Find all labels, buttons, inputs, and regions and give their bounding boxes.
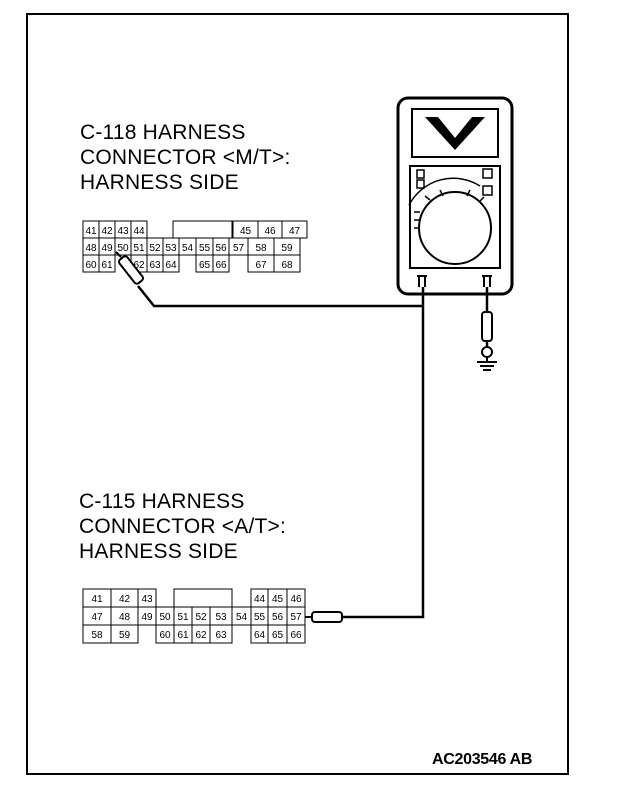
c118-pin-cell bbox=[98, 254, 116, 273]
c115-pin-label: 55 bbox=[254, 612, 266, 623]
c118-pin-label: 66 bbox=[215, 260, 227, 271]
lead-to-c118 bbox=[137, 285, 423, 308]
volt-display-symbol bbox=[425, 117, 485, 150]
diagram-frame bbox=[26, 13, 569, 775]
c118-pin-label: 65 bbox=[199, 260, 211, 271]
c118-pin-label: 54 bbox=[182, 243, 194, 254]
c118-key-recess bbox=[172, 220, 233, 238]
c115-pin-cell bbox=[209, 624, 233, 644]
c118-pin-cell bbox=[273, 254, 301, 273]
c115-pin-label: 51 bbox=[177, 612, 189, 623]
c118-pin-cell bbox=[212, 254, 230, 273]
c118-pin-cell bbox=[162, 254, 180, 273]
c115-pin-label: 43 bbox=[141, 594, 153, 605]
c118-pin-label: 68 bbox=[281, 260, 293, 271]
c118-pin-label: 41 bbox=[85, 226, 97, 237]
figure-code: AC203546 AB bbox=[432, 751, 533, 768]
c118-pin-label: 45 bbox=[240, 226, 252, 237]
c115-title-line: C-115 HARNESS bbox=[79, 490, 245, 513]
c115-connector: 41 42 43 44 45 46 47 48 49 50 51 52 53 54 55 56 57 58 59 60… bbox=[82, 588, 306, 644]
c118-pin-label: 47 bbox=[289, 226, 301, 237]
c118-pin-label: 63 bbox=[149, 260, 161, 271]
c118-pin-label: 55 bbox=[199, 243, 211, 254]
c115-pin-label: 48 bbox=[119, 612, 131, 623]
c118-pin-label: 49 bbox=[101, 243, 113, 254]
c118-pin-label: 67 bbox=[255, 260, 267, 271]
c118-pin-label: 56 bbox=[215, 243, 227, 254]
c115-title-line: HARNESS SIDE bbox=[79, 540, 238, 563]
c118-pin-label: 60 bbox=[85, 260, 97, 271]
c115-pin-label: 61 bbox=[177, 630, 189, 641]
c115-test-probe bbox=[305, 611, 343, 623]
c115-pin-label: 52 bbox=[195, 612, 207, 623]
c118-pin-label: 59 bbox=[281, 243, 293, 254]
c118-pin-label: 50 bbox=[117, 243, 129, 254]
c118-pin-label: 58 bbox=[255, 243, 267, 254]
selector-dial bbox=[418, 191, 492, 265]
c115-pin-label: 62 bbox=[195, 630, 207, 641]
c118-title-line: C-118 HARNESS bbox=[80, 121, 246, 144]
c115-heading: C-115 HARNESS CONNECTOR <A/T>: HARNESS S… bbox=[79, 489, 286, 564]
c118-pin-label: 44 bbox=[133, 226, 145, 237]
c118-pin-label: 48 bbox=[85, 243, 97, 254]
c115-pin-label: 42 bbox=[119, 594, 131, 605]
c118-pin-label: 42 bbox=[101, 226, 113, 237]
c118-pin-label: 57 bbox=[233, 243, 245, 254]
c115-pin-label: 41 bbox=[91, 594, 103, 605]
c118-pin-label: 64 bbox=[165, 260, 177, 271]
test-leads bbox=[137, 285, 489, 619]
c115-pin-label: 44 bbox=[254, 594, 266, 605]
ground-icon bbox=[477, 311, 497, 371]
c118-pin-label: 43 bbox=[117, 226, 129, 237]
c115-pin-label: 65 bbox=[272, 630, 284, 641]
c118-test-probe bbox=[115, 251, 144, 285]
c115-pin-label: 56 bbox=[272, 612, 284, 623]
c118-heading: C-118 HARNESS CONNECTOR <M/T>: HARNESS S… bbox=[80, 120, 291, 195]
c115-pin-label: 57 bbox=[290, 612, 302, 623]
c118-pin-label: 46 bbox=[264, 226, 276, 237]
c115-pin-label: 47 bbox=[91, 612, 103, 623]
c115-pin-cell bbox=[110, 624, 139, 644]
c115-pin-label: 59 bbox=[119, 630, 131, 641]
c118-pin-label: 52 bbox=[149, 243, 161, 254]
c115-pin-label: 45 bbox=[272, 594, 284, 605]
c115-pin-label: 54 bbox=[236, 612, 248, 623]
c118-title-line: HARNESS SIDE bbox=[80, 171, 239, 194]
c115-pin-label: 49 bbox=[141, 612, 153, 623]
c115-key-recess bbox=[173, 588, 233, 607]
c115-pin-cell bbox=[286, 624, 306, 644]
c115-pin-label: 53 bbox=[215, 612, 227, 623]
c118-pin-label: 53 bbox=[165, 243, 177, 254]
c118-title-line: CONNECTOR <M/T>: bbox=[80, 146, 291, 169]
c115-pin-label: 58 bbox=[91, 630, 103, 641]
c115-title-line: CONNECTOR <A/T>: bbox=[79, 515, 287, 538]
c115-pin-label: 63 bbox=[215, 630, 227, 641]
c118-connector: 41 42 43 44 45 46 47 48 49 50 51 52 53 54 55 56 57 58 59 60… bbox=[82, 220, 308, 273]
voltmeter-icon bbox=[396, 96, 514, 296]
c115-pin-label: 66 bbox=[290, 630, 302, 641]
lead-to-c115 bbox=[341, 287, 425, 619]
c118-pin-label: 62 bbox=[133, 260, 145, 271]
c115-pin-label: 46 bbox=[290, 594, 302, 605]
c115-pin-label: 64 bbox=[254, 630, 266, 641]
c118-pin-label: 61 bbox=[101, 260, 113, 271]
c118-pin-label: 51 bbox=[133, 243, 145, 254]
c115-pin-label: 60 bbox=[159, 630, 171, 641]
c115-pin-label: 50 bbox=[159, 612, 171, 623]
